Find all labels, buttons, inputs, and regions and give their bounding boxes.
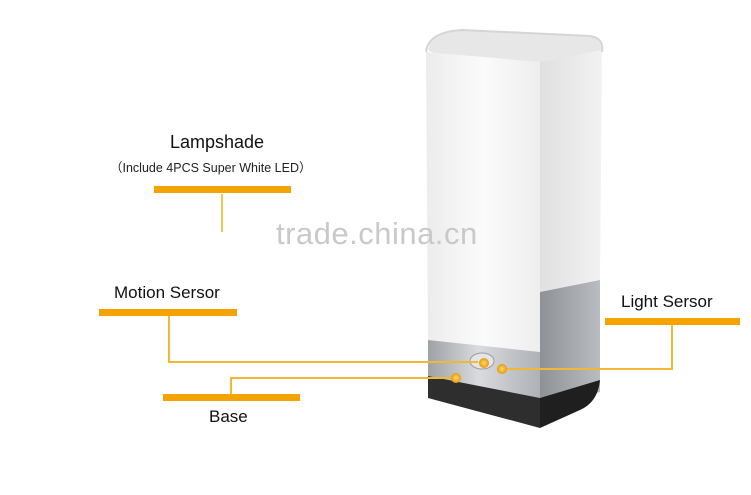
lampshade-side — [540, 50, 602, 292]
lampshade-top — [428, 30, 602, 64]
label-bars — [99, 186, 740, 401]
base-bar — [163, 394, 300, 401]
motion-sensor-label: Motion Sersor — [114, 283, 220, 302]
base-label: Base — [209, 407, 248, 426]
light-sensor-label: Light Sersor — [621, 292, 713, 311]
light-sensor-dot — [497, 364, 507, 374]
watermark: trade.china.cn — [276, 216, 478, 251]
lampshade-bar — [154, 186, 291, 193]
lampshade-label: Lampshade — [170, 132, 265, 152]
light-sensor-bar — [605, 318, 740, 325]
base-side — [540, 280, 600, 410]
connector-lines — [168, 194, 673, 397]
motion-sensor-dot — [479, 358, 489, 368]
lampshade-front — [426, 52, 540, 352]
motion-sensor-bar — [99, 309, 237, 316]
base-sensor-dot — [451, 373, 461, 383]
lampshade-detail-label: （Include 4PCS Super White LED） — [110, 161, 312, 175]
base-bottom — [428, 376, 540, 428]
